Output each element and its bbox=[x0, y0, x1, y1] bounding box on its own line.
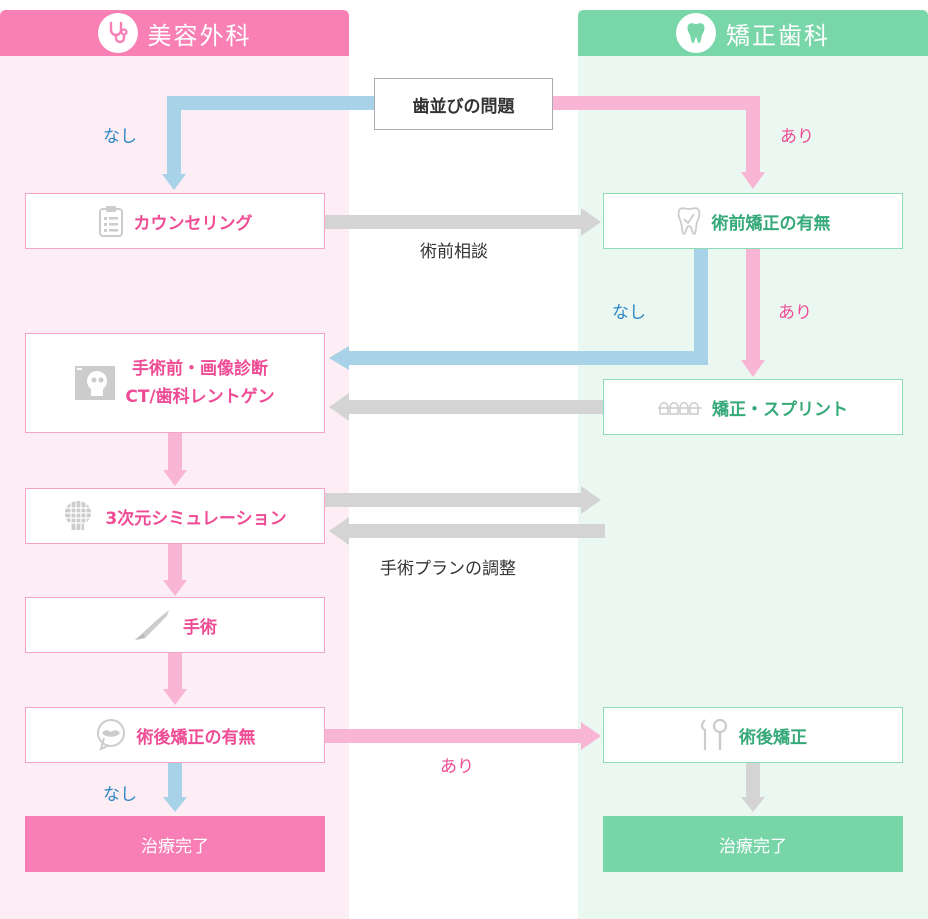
arrow-splint-to-imaging-shaft bbox=[347, 400, 603, 414]
arrowhead-post-ortho bbox=[581, 722, 601, 750]
arrow-plan-left-shaft bbox=[347, 524, 605, 538]
left-column-title: 美容外科 bbox=[147, 21, 252, 50]
arrow-pre-ortho-yes-shaft bbox=[746, 249, 760, 361]
arrowhead-left-done bbox=[163, 797, 187, 812]
ortho-splint-box: 矯正・スプリント bbox=[603, 379, 903, 435]
counseling-label: カウンセリング bbox=[133, 213, 253, 234]
tooth-outline-icon bbox=[676, 205, 702, 237]
mouth-icon bbox=[95, 718, 127, 752]
label-none-3: なし bbox=[103, 785, 137, 805]
label-plan-adjust: 手術プランの調整 bbox=[380, 559, 516, 579]
arrowhead-imaging-blue bbox=[329, 346, 349, 370]
post-ortho-box: 術後矯正 bbox=[603, 707, 903, 763]
dental-tools-icon bbox=[699, 718, 729, 752]
label-yes-2: あり bbox=[778, 303, 812, 323]
left-done-box: 治療完了 bbox=[25, 816, 325, 872]
post-ortho-check-box: 術後矯正の有無 bbox=[25, 707, 325, 763]
arrowhead-imaging-gray bbox=[329, 393, 349, 421]
imaging-label-line2: CT/歯科レントゲン bbox=[125, 387, 275, 407]
arrow-post-ortho-to-done-shaft bbox=[746, 763, 760, 799]
post-ortho-check-label: 術後矯正の有無 bbox=[136, 727, 256, 748]
arrow-post-yes-shaft bbox=[325, 729, 583, 743]
imaging-label-line1: 手術前・画像診断 bbox=[132, 359, 268, 379]
ortho-splint-label: 矯正・スプリント bbox=[712, 399, 848, 420]
label-yes-3: あり bbox=[440, 757, 474, 777]
label-none-1: なし bbox=[103, 127, 137, 147]
stethoscope-icon bbox=[97, 13, 138, 53]
arrow-imaging-to-sim-shaft bbox=[168, 433, 182, 471]
arrowhead-splint bbox=[741, 360, 765, 377]
arrow-post-none-shaft bbox=[168, 763, 182, 799]
simulation-box: 3次元シミュレーション bbox=[25, 488, 325, 544]
pre-ortho-check-label: 術前矯正の有無 bbox=[711, 213, 831, 234]
simulation-label: 3次元シミュレーション bbox=[105, 508, 287, 529]
arrowhead-pre-ortho bbox=[741, 172, 765, 189]
imaging-label-wrapper: 手術前・画像診断 CT/歯科レントゲン bbox=[125, 355, 274, 411]
arrowhead-right-done bbox=[741, 797, 765, 812]
right-done-label: 治療完了 bbox=[719, 836, 787, 857]
surgery-label: 手術 bbox=[183, 617, 217, 638]
left-done-label: 治療完了 bbox=[141, 836, 209, 857]
surgery-box: 手術 bbox=[25, 597, 325, 653]
arrow-plan-right-shaft bbox=[325, 493, 581, 507]
arrowhead-consult bbox=[581, 208, 601, 236]
label-yes-1: あり bbox=[780, 127, 814, 147]
arrowhead-plan-right bbox=[581, 486, 601, 514]
arrowhead-surgery bbox=[163, 580, 187, 596]
arrow-start-to-pre-ortho bbox=[553, 96, 760, 174]
tooth-icon bbox=[676, 13, 716, 53]
label-consult: 術前相談 bbox=[420, 242, 488, 262]
imaging-box: 手術前・画像診断 CT/歯科レントゲン bbox=[25, 333, 325, 433]
arrowhead-sim bbox=[163, 470, 187, 486]
pre-ortho-check-box: 術前矯正の有無 bbox=[603, 193, 903, 249]
scalpel-icon bbox=[133, 608, 173, 642]
start-label: 歯並びの問題 bbox=[412, 96, 515, 117]
counseling-box: カウンセリング bbox=[25, 193, 325, 249]
arrowhead-post-check bbox=[163, 689, 187, 705]
arrow-start-to-counseling bbox=[167, 96, 374, 176]
post-ortho-label: 術後矯正 bbox=[739, 727, 807, 748]
arrow-pre-ortho-none bbox=[347, 249, 708, 365]
arrow-surgery-to-post-shaft bbox=[168, 653, 182, 690]
arrowhead-plan-left bbox=[329, 517, 349, 545]
start-box: 歯並びの問題 bbox=[374, 78, 553, 130]
right-done-box: 治療完了 bbox=[603, 816, 903, 872]
arrow-consult-shaft bbox=[325, 215, 583, 229]
arrow-sim-to-surgery-shaft bbox=[168, 544, 182, 581]
arrowhead-counseling bbox=[162, 174, 186, 190]
right-column-header: 矯正歯科 bbox=[578, 10, 928, 56]
right-column-title: 矯正歯科 bbox=[726, 21, 830, 50]
label-none-2: なし bbox=[612, 303, 646, 323]
braces-icon bbox=[658, 398, 702, 416]
xray-skull-icon bbox=[75, 366, 116, 400]
left-column-header: 美容外科 bbox=[0, 10, 349, 56]
3d-head-grid-icon bbox=[63, 500, 95, 532]
clipboard-icon bbox=[98, 205, 124, 237]
